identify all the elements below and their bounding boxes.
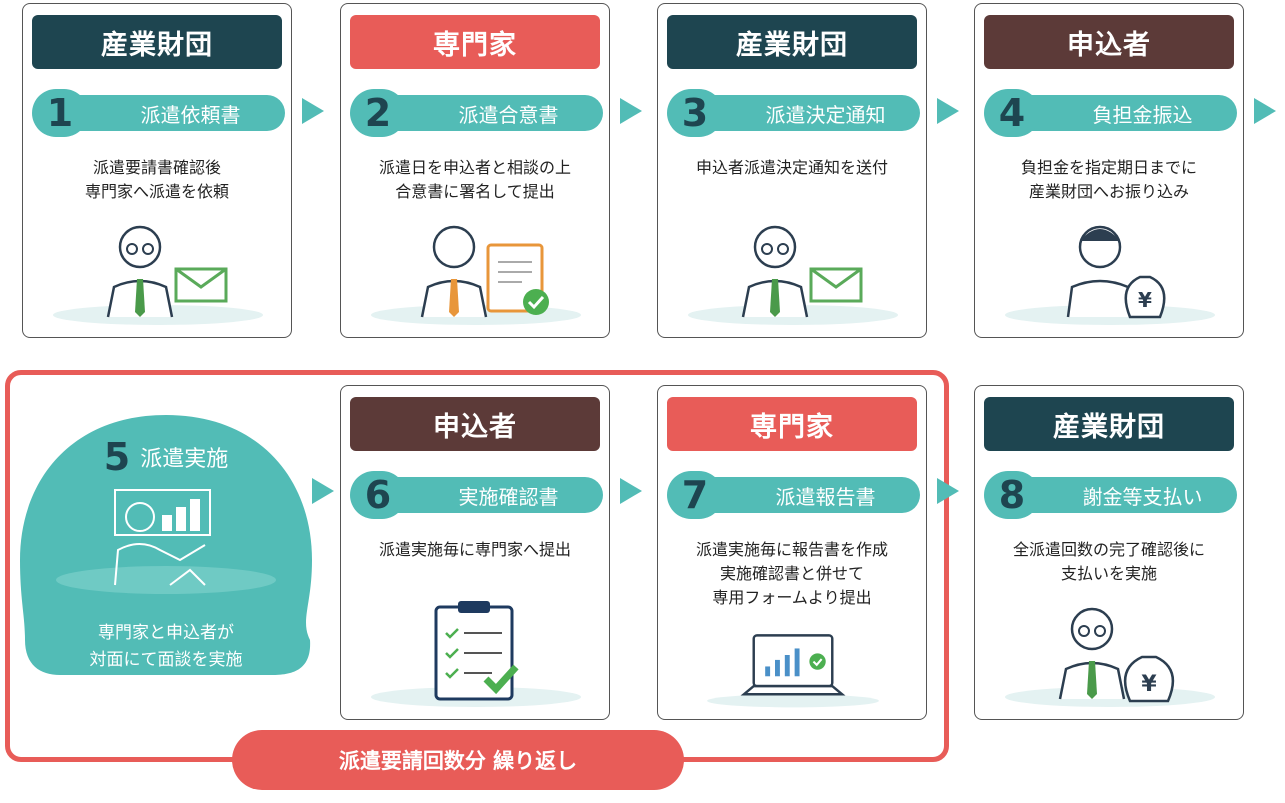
actor-label: 産業財団 <box>32 15 282 69</box>
step-6-card: 申込者 6 実施確認書 派遣実施毎に専門家へ提出 <box>340 385 610 720</box>
step-pill: 2 派遣合意書 <box>350 89 603 137</box>
yen-symbol: ¥ <box>1141 672 1157 697</box>
step-title: 派遣合意書 <box>458 102 559 127</box>
yen-symbol: ¥ <box>1138 288 1152 312</box>
step-number: 6 <box>364 473 392 517</box>
step-pill: 3 派遣決定通知 <box>667 89 920 137</box>
actor-label: 専門家 <box>350 15 600 69</box>
actor-label: 産業財団 <box>667 15 917 69</box>
step-4-card: 申込者 4 負担金振込 負担金を指定期日までに 産業財団へお振り込み ¥ <box>974 3 1244 338</box>
actor-label: 産業財団 <box>984 397 1234 451</box>
person-money-bag-icon: ¥ <box>1005 225 1215 325</box>
step-description: 派遣実施毎に専門家へ提出 <box>378 540 571 559</box>
step-description: 全派遣回数の完了確認後に 支払いを実施 <box>1012 540 1205 583</box>
person-envelope-icon <box>688 225 898 325</box>
actor-label: 専門家 <box>667 397 917 451</box>
clipboard-check-icon <box>371 601 581 707</box>
step-pill: 6 実施確認書 <box>350 471 603 519</box>
step-1-card: 産業財団 1 派遣依頼書 派遣要請書確認後 専門家へ派遣を依頼 <box>22 3 292 338</box>
step-title: 謝金等支払い <box>1082 484 1203 509</box>
arrow-right-icon <box>312 478 334 504</box>
step-7-card: 専門家 7 派遣報告書 派遣実施毎に報告書を作成 実施確認書と併せて 専用フォーム… <box>657 385 927 720</box>
step-description: 専門家と申込者が 対面にて面談を実施 <box>89 623 243 670</box>
step-title: 実施確認書 <box>458 484 559 509</box>
actor-label: 申込者 <box>350 397 600 451</box>
arrow-right-icon <box>937 98 959 124</box>
arrow-right-icon <box>620 98 642 124</box>
repeat-label: 派遣要請回数分 繰り返し <box>232 730 684 790</box>
step-title: 派遣実施 <box>140 447 229 472</box>
presenter-icon <box>114 489 211 586</box>
step-pill: 8 謝金等支払い <box>984 471 1237 519</box>
step-number: 5 <box>103 435 131 479</box>
step-description: 負担金を指定期日までに 産業財団へお振り込み <box>1020 158 1197 201</box>
arrow-right-icon <box>1254 98 1276 124</box>
step-5-heading: 5 派遣実施 <box>20 435 312 479</box>
person-money-bag-icon: ¥ <box>1005 607 1215 707</box>
step-number: 4 <box>998 91 1026 135</box>
step-description: 派遣日を申込者と相談の上 合意書に署名して提出 <box>378 158 571 201</box>
step-pill: 7 派遣報告書 <box>667 471 920 519</box>
step-description: 派遣実施毎に報告書を作成 実施確認書と併せて 専用フォームより提出 <box>695 540 888 607</box>
step-description: 派遣要請書確認後 専門家へ派遣を依頼 <box>84 158 229 201</box>
actor-label: 申込者 <box>984 15 1234 69</box>
step-number: 7 <box>681 473 709 517</box>
step-title: 派遣報告書 <box>775 484 876 509</box>
arrow-right-icon <box>302 98 324 124</box>
arrow-right-icon <box>937 478 959 504</box>
step-2-card: 専門家 2 派遣合意書 派遣日を申込者と相談の上 合意書に署名して提出 <box>340 3 610 338</box>
person-envelope-icon <box>53 225 263 325</box>
person-document-icon <box>371 225 581 325</box>
step-number: 3 <box>681 91 709 135</box>
step-5-bubble <box>20 415 312 675</box>
step-3-card: 産業財団 3 派遣決定通知 申込者派遣決定通知を送付 <box>657 3 927 338</box>
step-number: 1 <box>46 91 74 135</box>
step-pill: 1 派遣依頼書 <box>32 89 285 137</box>
step-title: 負担金振込 <box>1092 102 1193 127</box>
step-title: 派遣決定通知 <box>765 102 886 127</box>
step-number: 8 <box>998 473 1026 517</box>
laptop-chart-icon <box>707 634 879 708</box>
step-title: 派遣依頼書 <box>140 102 241 127</box>
step-description: 申込者派遣決定通知を送付 <box>695 158 888 177</box>
step-pill: 4 負担金振込 <box>984 89 1237 137</box>
arrow-right-icon <box>620 478 642 504</box>
step-8-card: 産業財団 8 謝金等支払い 全派遣回数の完了確認後に 支払いを実施 ¥ <box>974 385 1244 720</box>
step-number: 2 <box>364 91 392 135</box>
